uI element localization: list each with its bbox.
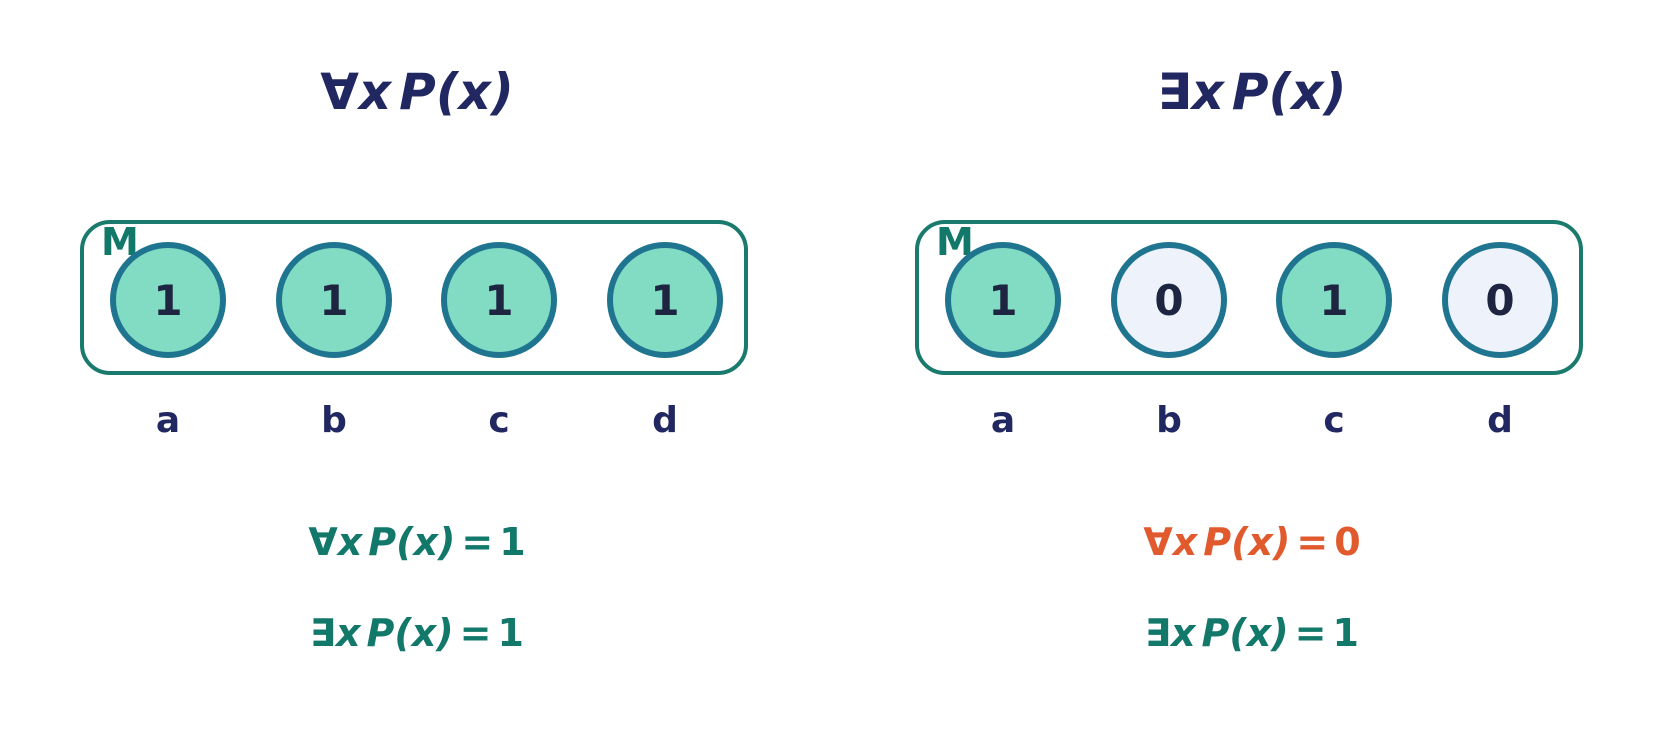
title-variable: x [1191, 63, 1224, 121]
title-quantifier: ∀ [320, 63, 359, 121]
element-node-d: 0 [1442, 242, 1558, 358]
title-argument: x [1291, 63, 1324, 121]
result-value: 1 [1332, 611, 1359, 655]
element-label-c: c [488, 400, 510, 441]
domain-box [915, 220, 1583, 375]
title-predicate: P [1231, 63, 1269, 121]
element-label-c: c [1323, 400, 1345, 441]
title-quantifier: ∃ [1157, 63, 1192, 121]
element-node-b: 0 [1111, 242, 1227, 358]
result-value: 1 [499, 520, 526, 564]
element-label-a: a [155, 400, 181, 441]
title-argument: x [458, 63, 491, 121]
element-label-d: d [1487, 400, 1513, 441]
title-predicate: P [399, 63, 436, 121]
result-value: 1 [497, 611, 524, 655]
element-node-a: 1 [110, 242, 226, 358]
element-label-a: a [990, 400, 1016, 441]
element-node-b: 1 [276, 242, 392, 358]
element-node-c: 1 [1276, 242, 1392, 358]
result-value: 0 [1334, 520, 1361, 564]
element-node-c: 1 [441, 242, 557, 358]
element-node-a: 1 [945, 242, 1061, 358]
element-label-b: b [1156, 400, 1182, 441]
title-open-paren: ( [435, 63, 459, 121]
domain-box [80, 220, 748, 375]
element-label-d: d [652, 400, 678, 441]
element-node-d: 1 [607, 242, 723, 358]
element-label-b: b [321, 400, 347, 441]
title-close-paren: ) [490, 63, 514, 121]
title-close-paren: ) [1323, 63, 1347, 121]
title-variable: x [358, 63, 392, 121]
title-open-paren: ( [1268, 63, 1292, 121]
